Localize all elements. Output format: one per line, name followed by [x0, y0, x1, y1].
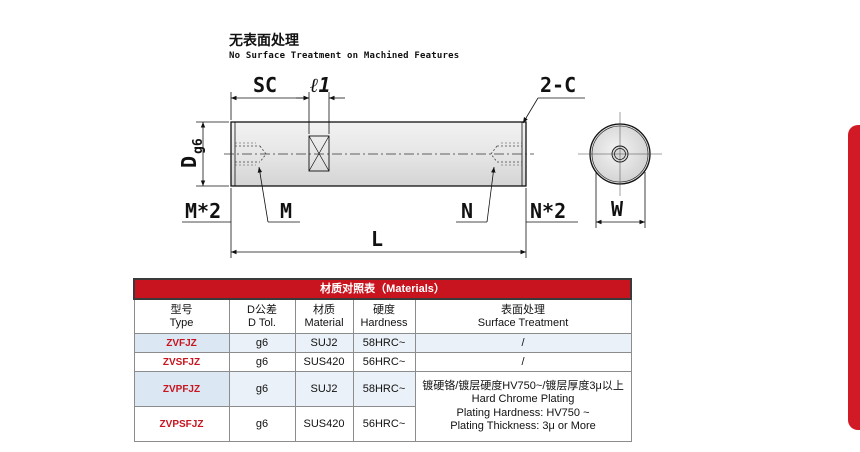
- left-tapped-hole: [235, 142, 267, 166]
- chamfer-label: 2-C: [540, 73, 576, 97]
- row-material: SUS420: [294, 406, 354, 442]
- drawing-heading: 无表面处理 No Surface Treatment on Machined F…: [229, 30, 459, 61]
- chamfer-leader-diag: [522, 97, 539, 124]
- m-count-label: M*2: [185, 199, 221, 223]
- heading-title-zh: 无表面处理: [229, 32, 299, 48]
- materials-table-title: 材质对照表（Materials）: [132, 278, 633, 300]
- m-label: M: [280, 199, 292, 223]
- row-type: ZVFJZ: [133, 333, 230, 353]
- sc-label: SC: [253, 73, 277, 97]
- page-edge-tab: [848, 125, 860, 430]
- row-type: ZVPSFJZ: [133, 406, 230, 442]
- table-row: ZVFJZ g6 SUJ2 58HRC~ /: [133, 333, 632, 353]
- m-leader-diag: [257, 166, 269, 223]
- row-material: SUJ2: [294, 333, 354, 353]
- right-tapped-hole: [490, 142, 522, 166]
- row-tol: g6: [228, 352, 296, 372]
- heading-title-en: No Surface Treatment on Machined Feature…: [229, 51, 460, 61]
- n-label: N: [461, 199, 473, 223]
- length-label: L: [371, 227, 383, 251]
- row-material: SUJ2: [294, 371, 354, 407]
- technical-drawing: SC ℓ1 2-C D g6 W M*2 M N N*2 L: [177, 73, 662, 258]
- row-tol: g6: [228, 371, 296, 407]
- row-hardness: 56HRC~: [352, 406, 416, 442]
- plating-surface-treatment: 镀硬铬/镀层硬度HV750~/镀层厚度3μ以上 Hard Chrome Plat…: [414, 371, 632, 442]
- row-type: ZVSFJZ: [133, 352, 230, 372]
- row-hardness: 56HRC~: [352, 352, 416, 372]
- table-row: ZVSFJZ g6 SUS420 56HRC~ /: [133, 352, 632, 372]
- row-hardness: 58HRC~: [352, 333, 416, 353]
- row-surface: /: [414, 333, 632, 353]
- diameter-label: D: [177, 156, 201, 168]
- l1-label: ℓ1: [310, 73, 331, 97]
- n-leader-diag: [486, 166, 496, 223]
- diameter-tolerance-label: g6: [191, 138, 206, 154]
- n-count-label: N*2: [530, 199, 566, 223]
- end-view: [578, 112, 662, 196]
- row-tol: g6: [228, 406, 296, 442]
- flat-slot: [308, 135, 330, 172]
- row-hardness: 58HRC~: [352, 371, 416, 407]
- row-type: ZVPFJZ: [133, 371, 230, 407]
- row-material: SUS420: [294, 352, 354, 372]
- row-surface: /: [414, 352, 632, 372]
- table-row: ZVPFJZ g6 SUJ2 58HRC~ 镀硬铬/镀层硬度HV750~/镀层厚…: [133, 371, 632, 442]
- width-label: W: [611, 197, 624, 221]
- row-tol: g6: [228, 333, 296, 353]
- table-row: ZVPSFJZ g6 SUS420 56HRC~: [133, 406, 631, 442]
